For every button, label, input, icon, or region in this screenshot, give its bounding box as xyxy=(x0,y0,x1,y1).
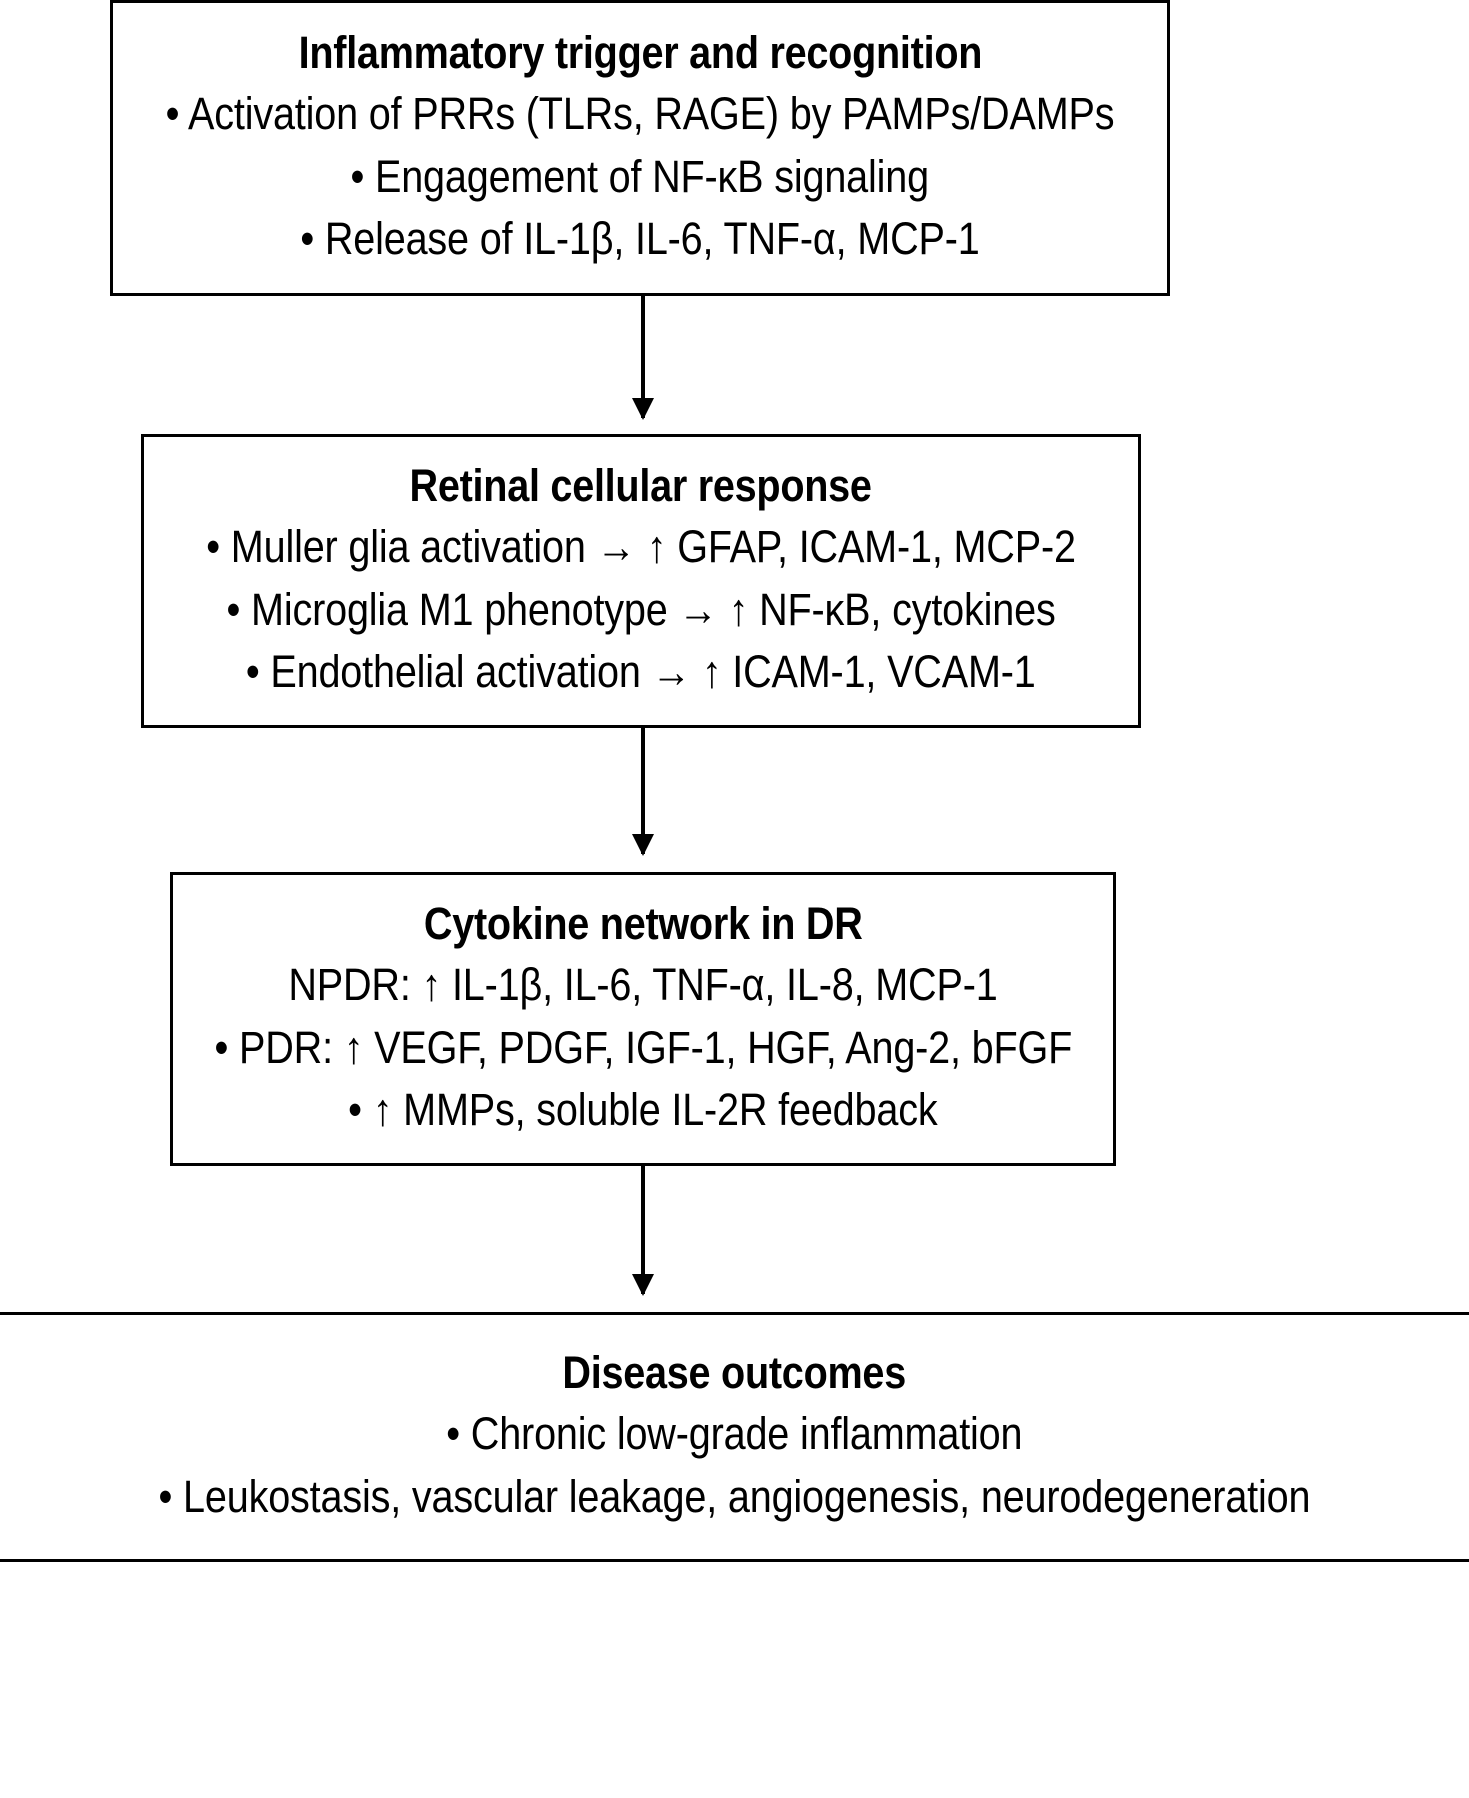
node-bullet-line: • Chronic low-grade inflammation xyxy=(446,1408,1023,1460)
connector-arrow-down-icon xyxy=(632,728,654,856)
node-bullet-line: • ↑ MMPs, soluble IL-2R feedback xyxy=(348,1083,938,1135)
node-bullet-line: • Endothelial activation → ↑ ICAM-1, VCA… xyxy=(246,645,1036,697)
flow-node-disease-outcomes: Disease outcomes • Chronic low-grade inf… xyxy=(0,1312,1469,1562)
node-bullet-line: • Muller glia activation → ↑ GFAP, ICAM-… xyxy=(206,521,1076,573)
node-bullet-line: NPDR: ↑ IL-1β, IL-6, TNF-α, IL-8, MCP-1 xyxy=(288,959,998,1011)
node-title: Inflammatory trigger and recognition xyxy=(298,27,982,79)
flow-node-retinal-cellular-response: Retinal cellular response • Muller glia … xyxy=(141,434,1141,728)
flow-node-cytokine-network-in-dr: Cytokine network in DR NPDR: ↑ IL-1β, IL… xyxy=(170,872,1116,1166)
connector-arrow-down-icon xyxy=(632,1166,654,1296)
arrow-head-icon xyxy=(632,1274,654,1296)
node-bullet-line: • Activation of PRRs (TLRs, RAGE) by PAM… xyxy=(165,88,1115,140)
node-bullet-line: • Microglia M1 phenotype → ↑ NF-κB, cyto… xyxy=(226,583,1056,635)
node-bullet-line: • PDR: ↑ VEGF, PDGF, IGF-1, HGF, Ang-2, … xyxy=(214,1021,1072,1073)
connector-arrow-down-icon xyxy=(632,296,654,420)
node-bullet-line: • Engagement of NF-κB signaling xyxy=(350,150,930,202)
arrow-head-icon xyxy=(632,834,654,856)
node-title: Disease outcomes xyxy=(562,1347,907,1399)
node-title: Cytokine network in DR xyxy=(423,898,863,950)
flow-node-inflammatory-trigger-and-recognition: Inflammatory trigger and recognition • A… xyxy=(110,0,1170,296)
node-bullet-line: • Release of IL-1β, IL-6, TNF-α, MCP-1 xyxy=(300,212,980,264)
arrow-head-icon xyxy=(632,398,654,420)
node-title: Retinal cellular response xyxy=(409,460,873,512)
node-bullet-line: • Leukostasis, vascular leakage, angioge… xyxy=(158,1470,1311,1522)
